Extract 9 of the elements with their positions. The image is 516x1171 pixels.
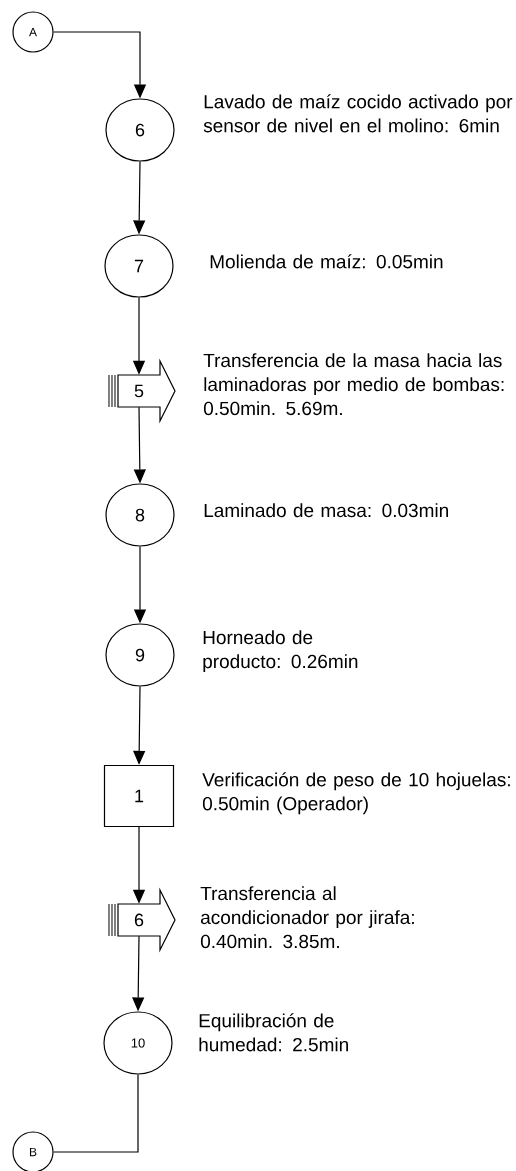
step-description: Verificación de peso de 10 hojuelas: 0.50min (Operador) (202, 772, 510, 815)
step-description: Laminado de masa: 0.03min (204, 503, 448, 518)
step-description: Equilibración de humedad: 2.5min (199, 1013, 348, 1052)
step-description: Transferencia al acondicionador por jirafa: 0.40min. 3.85m. (200, 886, 414, 949)
step-description: Transferencia de la masa hacia las laminadoras por medio de bombas: 0.50min. 5.69m. (203, 353, 504, 416)
step-description: Lavado de maíz cocido activado por sensor de nivel en el molino: 6min (203, 94, 513, 133)
step-description: Molienda de maíz: 0.05min (210, 254, 443, 269)
step-description: Horneado de producto: 0.26min (203, 630, 358, 672)
inspection-box: 1 (103, 764, 175, 828)
